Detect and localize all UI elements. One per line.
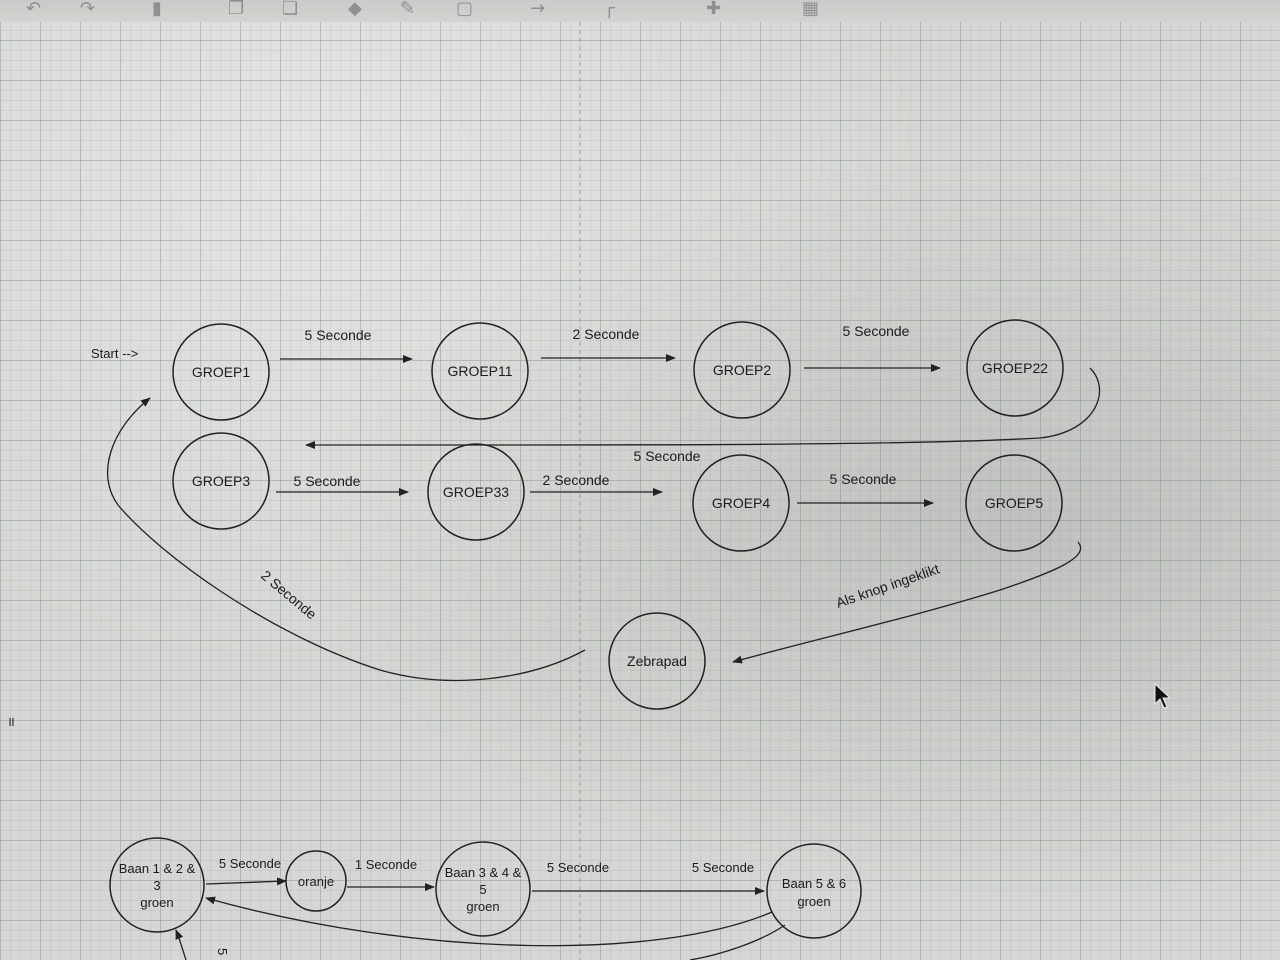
node-label: 3 [153,878,160,893]
waypoint-icon[interactable]: ┌ [604,0,615,19]
node-groep33[interactable]: GROEP33 [427,443,525,541]
edge-label: 2 Seconde [543,472,610,488]
edge-groep5-zebrapad[interactable] [732,541,1082,664]
edge-label: 2 Seconde [573,326,640,342]
node-label: groen [797,894,830,909]
edge-label: 5 Seconde [219,856,281,871]
edge-label: 5 Seconde [305,327,372,343]
node-label: GROEP5 [985,495,1044,511]
node-label: GROEP22 [982,360,1048,376]
node-label: groen [140,895,173,910]
start-label: Start --> [91,346,138,361]
node-groep4[interactable]: GROEP4 [692,454,790,552]
node-label: Baan 3 & 4 & [445,865,522,880]
node-label: Baan 1 & 2 & [119,861,196,876]
node-oranje[interactable]: oranje [285,850,347,912]
node-label: Baan 5 & 6 [782,876,846,891]
delete-icon[interactable]: ▮ [152,0,162,19]
line-color-icon[interactable]: ✎ [400,0,416,19]
edge-zebrapad-groep1[interactable] [106,397,586,682]
node-label: GROEP1 [192,364,251,380]
node-groep22[interactable]: GROEP22 [966,319,1064,417]
edge-label: 5 Seconde [692,860,754,875]
mouse-cursor-icon [1154,682,1172,709]
node-label: 5 [479,882,486,897]
toolbar: ↶ ↷ ▮ ❐ ❏ ◆ ✎ ▢ → ┌ ✚ ▦ [0,0,1280,22]
edge-label: 5 Seconde [294,473,361,489]
shadow-icon[interactable]: ▢ [456,0,474,19]
undo-icon[interactable]: ↶ [26,0,42,19]
copy-icon[interactable]: ❐ [228,0,245,19]
node-label: groen [466,899,499,914]
node-groep5[interactable]: GROEP5 [965,454,1063,552]
node-groep11[interactable]: GROEP11 [431,322,529,420]
edge-label: 2 Seconde [258,567,320,622]
edge-incoming-baan123[interactable] [175,929,187,960]
node-baan-1-2-3[interactable]: Baan 1 & 2 & 3 groen [109,837,205,933]
edge-label: 1 Seconde [355,857,417,872]
edge-label: 5 Seconde [843,323,910,339]
edge-baan123-oranje[interactable] [205,877,287,886]
node-baan-3-4-5[interactable]: Baan 3 & 4 & 5 groen [435,841,531,937]
edge-label: Als knop ingeklikt [834,560,942,610]
node-baan-5-6[interactable]: Baan 5 & 6 groen [766,843,862,939]
node-label: GROEP2 [713,362,772,378]
node-groep2[interactable]: GROEP2 [693,321,791,419]
node-label: Zebrapad [627,653,687,669]
fill-icon[interactable]: ◆ [348,0,362,19]
edge-label: 5 Seconde [830,471,897,487]
redo-icon[interactable]: ↷ [80,0,96,19]
node-groep1[interactable]: GROEP1 [172,323,270,421]
resize-handle[interactable]: ॥ [7,714,15,729]
add-icon[interactable]: ✚ [706,0,722,19]
node-zebrapad[interactable]: Zebrapad [608,612,706,710]
node-label: GROEP4 [712,495,771,511]
node-groep3[interactable]: GROEP3 [172,432,270,530]
edge-baan56-return[interactable] [689,924,786,960]
edge-groep22-groep3[interactable] [305,367,1100,450]
paste-icon[interactable]: ❏ [282,0,299,19]
node-label: GROEP11 [447,363,512,379]
node-label: GROEP3 [192,473,251,489]
node-label: oranje [298,874,334,889]
table-icon[interactable]: ▦ [802,0,820,19]
node-label: GROEP33 [443,484,509,500]
connector-icon[interactable]: → [530,0,546,19]
edge-baan56-baan123[interactable] [205,896,773,947]
edge-label: 5 [215,948,230,955]
edge-label: 5 Seconde [547,860,609,875]
edge-label: 5 Seconde [634,448,701,464]
